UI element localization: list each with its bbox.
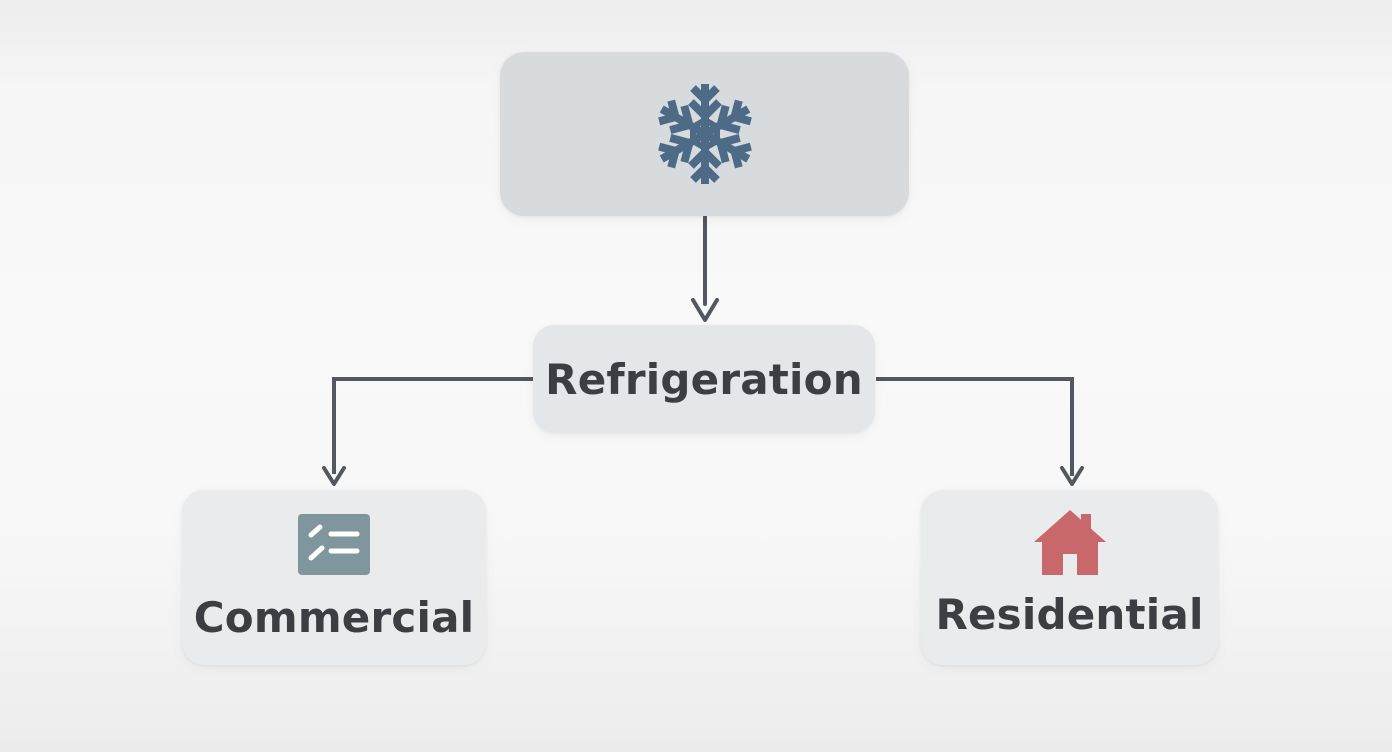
checklist-icon [298, 514, 370, 575]
refrigeration-node: Refrigeration [533, 325, 875, 433]
residential-node: Residential [921, 490, 1218, 665]
commercial-node: Commercial [182, 490, 486, 665]
connector-hub-residential [876, 377, 1084, 486]
connector-commercial-hub [322, 369, 548, 486]
residential-label: Residential [935, 590, 1204, 639]
connector-root-to-hub [691, 215, 719, 322]
refrigeration-label: Refrigeration [545, 354, 863, 404]
commercial-label: Commercial [193, 593, 475, 642]
snowflake-icon [650, 84, 760, 190]
root-node [500, 52, 909, 216]
house-icon [1033, 510, 1106, 575]
